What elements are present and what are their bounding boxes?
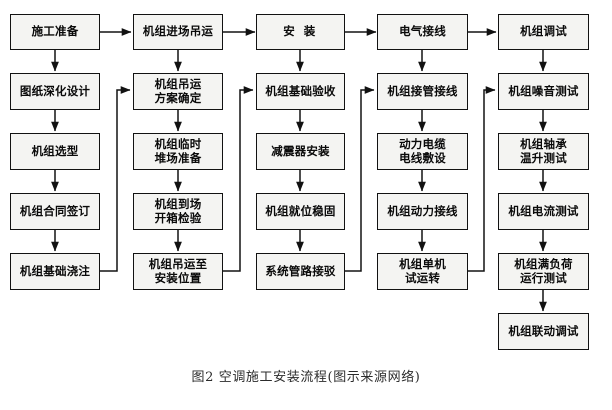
node-n5-2[interactable]: 机组噪音测试 [498, 73, 589, 110]
node-n5-3[interactable]: 机组轴承 温升测试 [498, 133, 589, 170]
node-n3-4[interactable]: 机组就位稳固 [256, 193, 345, 230]
node-n5-1[interactable]: 机组调试 [498, 14, 589, 50]
node-n3-3[interactable]: 减震器安装 [256, 133, 345, 170]
node-n4-2[interactable]: 机组接管接线 [377, 73, 468, 110]
node-n5-5[interactable]: 机组满负荷 运行测试 [498, 253, 589, 290]
node-n1-1[interactable]: 施工准备 [10, 14, 100, 50]
node-n3-1[interactable]: 安 装 [256, 14, 345, 50]
node-n3-2[interactable]: 机组基础验收 [256, 73, 345, 110]
node-n1-5[interactable]: 机组基础浇注 [10, 253, 100, 290]
edge-n3-5-to-n4-2 [345, 86, 375, 272]
node-n4-4[interactable]: 机组动力接线 [377, 193, 468, 230]
edge-n2-5-to-n3-2 [223, 86, 254, 272]
node-n5-6[interactable]: 机组联动调试 [498, 313, 589, 350]
node-n2-1[interactable]: 机组进场吊运 [133, 14, 223, 50]
edge-n1-5-to-n2-2 [100, 86, 131, 272]
node-n4-5[interactable]: 机组单机 试运转 [377, 253, 468, 290]
node-n1-4[interactable]: 机组合同签订 [10, 193, 100, 230]
node-n2-4[interactable]: 机组到场 开箱检验 [133, 193, 223, 230]
node-n4-1[interactable]: 电气接线 [377, 14, 468, 50]
figure-caption: 图2 空调施工安装流程(图示来源网络) [191, 370, 421, 385]
node-n1-2[interactable]: 图纸深化设计 [10, 73, 100, 110]
node-n2-5[interactable]: 机组吊运至 安装位置 [133, 253, 223, 290]
edge-n4-5-to-n5-2 [468, 86, 496, 272]
node-n3-5[interactable]: 系统管路接驳 [256, 253, 345, 290]
node-n5-4[interactable]: 机组电流测试 [498, 193, 589, 230]
node-n1-3[interactable]: 机组选型 [10, 133, 100, 170]
node-n2-3[interactable]: 机组临时 堆场准备 [133, 133, 223, 170]
node-n2-2[interactable]: 机组吊运 方案确定 [133, 73, 223, 110]
node-n4-3[interactable]: 动力电缆 电线敷设 [377, 133, 468, 170]
